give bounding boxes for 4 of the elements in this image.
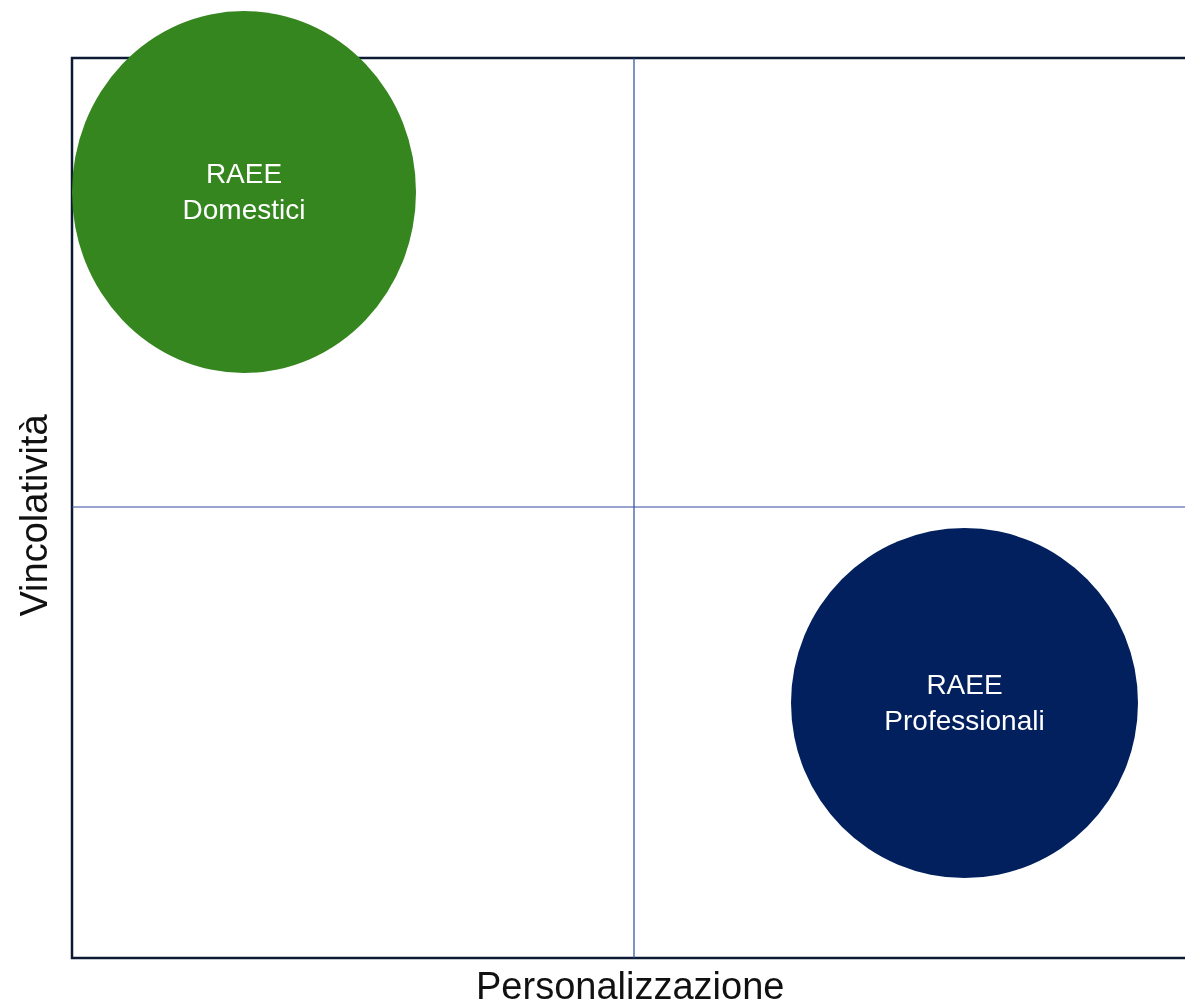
circle-label: RAEE Professionali (883, 667, 1046, 738)
circle-label: RAEE Domestici (181, 156, 307, 227)
y-axis-label: Vincolatività (12, 413, 56, 617)
x-axis-label: Personalizzazione (476, 964, 785, 1006)
